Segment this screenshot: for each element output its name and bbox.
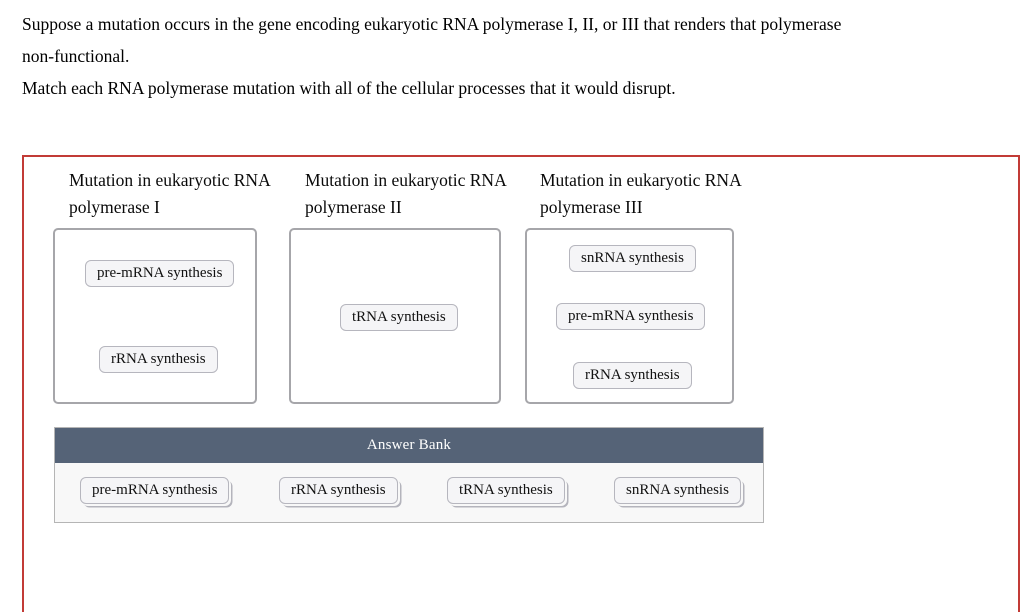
column-header-rna-polymerase-1: Mutation in eukaryotic RNA polymerase I [69,170,270,217]
bank-chip-pre-mrna-synthesis[interactable]: pre-mRNA synthesis [80,477,230,504]
bank-chip-rrna-synthesis[interactable]: rRNA synthesis [279,477,398,504]
answer-bank-body: pre-mRNA synthesis rRNA synthesis tRNA s… [55,463,763,523]
answer-bank-title: Answer Bank [366,437,452,453]
column-header-rna-polymerase-3: Mutation in eukaryotic RNA polymerase II… [540,170,741,217]
chip-rrna-synthesis[interactable]: rRNA synthesis [573,362,692,389]
dropzone-rna-polymerase-3[interactable]: snRNA synthesis pre-mRNA synthesis rRNA … [525,228,734,404]
chip-pre-mrna-synthesis[interactable]: pre-mRNA synthesis [85,260,235,287]
chip-rrna-synthesis[interactable]: rRNA synthesis [99,346,218,373]
chip-pre-mrna-synthesis[interactable]: pre-mRNA synthesis [556,303,706,330]
dropzone-rna-polymerase-1[interactable]: pre-mRNA synthesis rRNA synthesis [53,228,257,404]
question-text: Suppose a mutation occurs in the gene en… [22,8,852,104]
chip-snrna-synthesis[interactable]: snRNA synthesis [569,245,696,272]
question-paragraph-2: Match each RNA polymerase mutation with … [22,78,676,98]
question-paragraph-1: Suppose a mutation occurs in the gene en… [22,14,842,66]
bank-chip-trna-synthesis[interactable]: tRNA synthesis [447,477,565,504]
answer-bank-header: Answer Bank [55,428,763,463]
bank-chip-snrna-synthesis[interactable]: snRNA synthesis [614,477,741,504]
dropzone-rna-polymerase-2[interactable]: tRNA synthesis [289,228,501,404]
answer-bank: Answer Bank pre-mRNA synthesis rRNA synt… [54,427,764,523]
chip-trna-synthesis[interactable]: tRNA synthesis [340,304,458,331]
matching-activity-area: Mutation in eukaryotic RNA polymerase I … [22,155,1020,612]
column-header-rna-polymerase-2: Mutation in eukaryotic RNA polymerase II [305,170,506,217]
